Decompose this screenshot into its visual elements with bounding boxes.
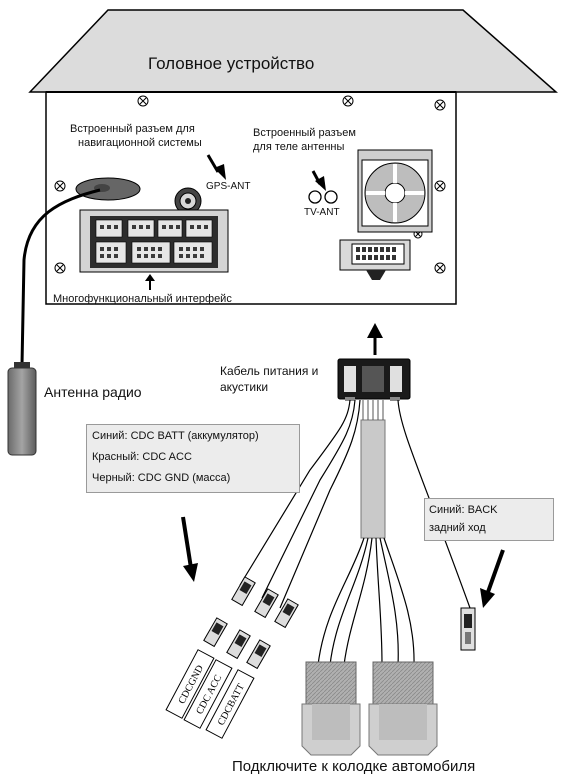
back-arrow	[480, 549, 505, 608]
tv-connector-label-line2: для теле антенны	[253, 141, 345, 153]
fan-connector	[339, 239, 411, 280]
head-unit-top	[28, 9, 558, 93]
car-connector-left	[301, 661, 361, 756]
interface-arrow	[145, 274, 155, 290]
gps-connector	[174, 187, 202, 215]
cdc-arrow	[181, 516, 198, 582]
cdc-legend-line-3: Черный: CDC GND (масса)	[92, 472, 231, 484]
back-legend-line-2: задний ход	[429, 522, 486, 534]
antenna-socket	[75, 177, 141, 201]
wire-harness	[239, 399, 471, 609]
cdc-legend-box: Синий: CDC BATT (аккумулятор) Красный: C…	[86, 424, 300, 493]
car-connector-right	[368, 661, 438, 756]
multi-interface-connector	[79, 209, 229, 273]
radio-antenna-label: Антенна радио	[44, 384, 142, 400]
back-wire-connector	[460, 607, 476, 651]
power-connector	[337, 358, 411, 401]
tv-connector-label-line1: Встроенный разъем	[253, 127, 356, 139]
nav-arrow	[206, 154, 226, 180]
cooling-fan	[357, 149, 433, 233]
gps-ant-label: GPS-ANT	[206, 181, 251, 192]
cdc-connectors	[203, 576, 299, 670]
antenna-cable	[20, 188, 101, 366]
antenna-plug	[7, 362, 37, 456]
cdc-legend-line-1: Синий: CDC BATT (аккумулятор)	[92, 430, 259, 442]
nav-connector-label-line1: Встроенный разъем для	[70, 123, 195, 135]
tv-ant-label: TV-ANT	[304, 207, 340, 218]
power-cable-label-line1: Кабель питания и	[220, 364, 319, 378]
power-cable-label-line2: акустики	[220, 380, 269, 394]
back-legend-box: Синий: BACK задний ход	[424, 498, 554, 541]
block-wires	[317, 537, 415, 666]
cable-sheath	[360, 419, 386, 539]
screws	[54, 95, 446, 274]
cdc-legend-line-2: Красный: CDC ACC	[92, 451, 192, 463]
multi-interface-label: Многофункциональный интерфейс	[53, 293, 232, 305]
tv-ant-jacks	[308, 190, 338, 204]
tv-arrow	[311, 170, 326, 191]
head-unit-title: Головное устройство	[148, 54, 315, 73]
nav-connector-label-line2: навигационной системы	[78, 137, 202, 149]
power-arrow	[367, 323, 383, 355]
bottom-caption: Подключите к колодке автомобиля	[232, 758, 476, 775]
back-legend-line-1: Синий: BACK	[429, 504, 498, 516]
